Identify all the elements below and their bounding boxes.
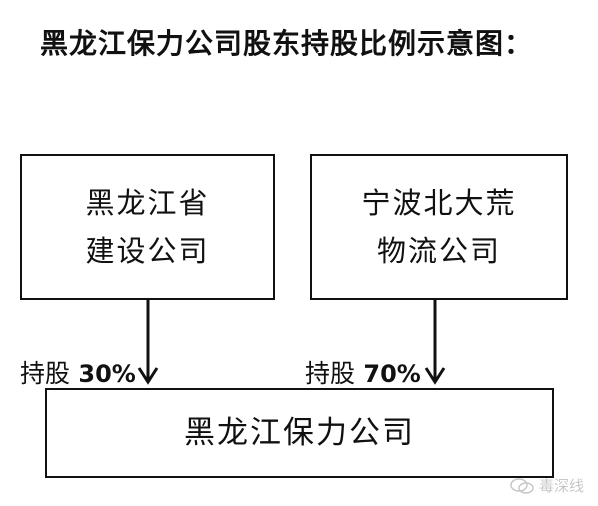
shareholder-box-ningbo-beidahuang: 宁波北大荒 物流公司: [310, 154, 568, 300]
stake-word: 持股: [20, 359, 71, 388]
stake-label-left: 持股 30%: [20, 354, 136, 390]
company-box-baoli: 黑龙江保力公司: [45, 388, 554, 478]
shareholder-box-heilongjiang-construction: 黑龙江省 建设公司: [20, 154, 275, 300]
diagram-title: 黑龙江保力公司股东持股比例示意图：: [40, 27, 534, 60]
company-name: 黑龙江保力公司: [184, 415, 415, 451]
watermark-text: 毒深线: [538, 477, 584, 495]
shareholder-name-line1: 黑龙江省: [85, 186, 210, 220]
arrow-left-head: [137, 367, 159, 385]
wechat-icon: [510, 477, 534, 494]
stake-value: 70%: [363, 360, 421, 388]
watermark: 毒深线: [509, 475, 584, 496]
arrow-left: [137, 300, 159, 385]
arrow-right: [424, 300, 446, 385]
stake-value: 30%: [78, 360, 136, 388]
stake-word: 持股: [305, 359, 356, 388]
shareholder-name-line1: 宁波北大荒: [361, 186, 517, 220]
shareholder-name-line2: 物流公司: [376, 234, 501, 268]
arrow-right-head: [424, 367, 446, 385]
stake-label-right: 持股 70%: [305, 354, 421, 390]
shareholder-name-line2: 建设公司: [85, 234, 210, 268]
